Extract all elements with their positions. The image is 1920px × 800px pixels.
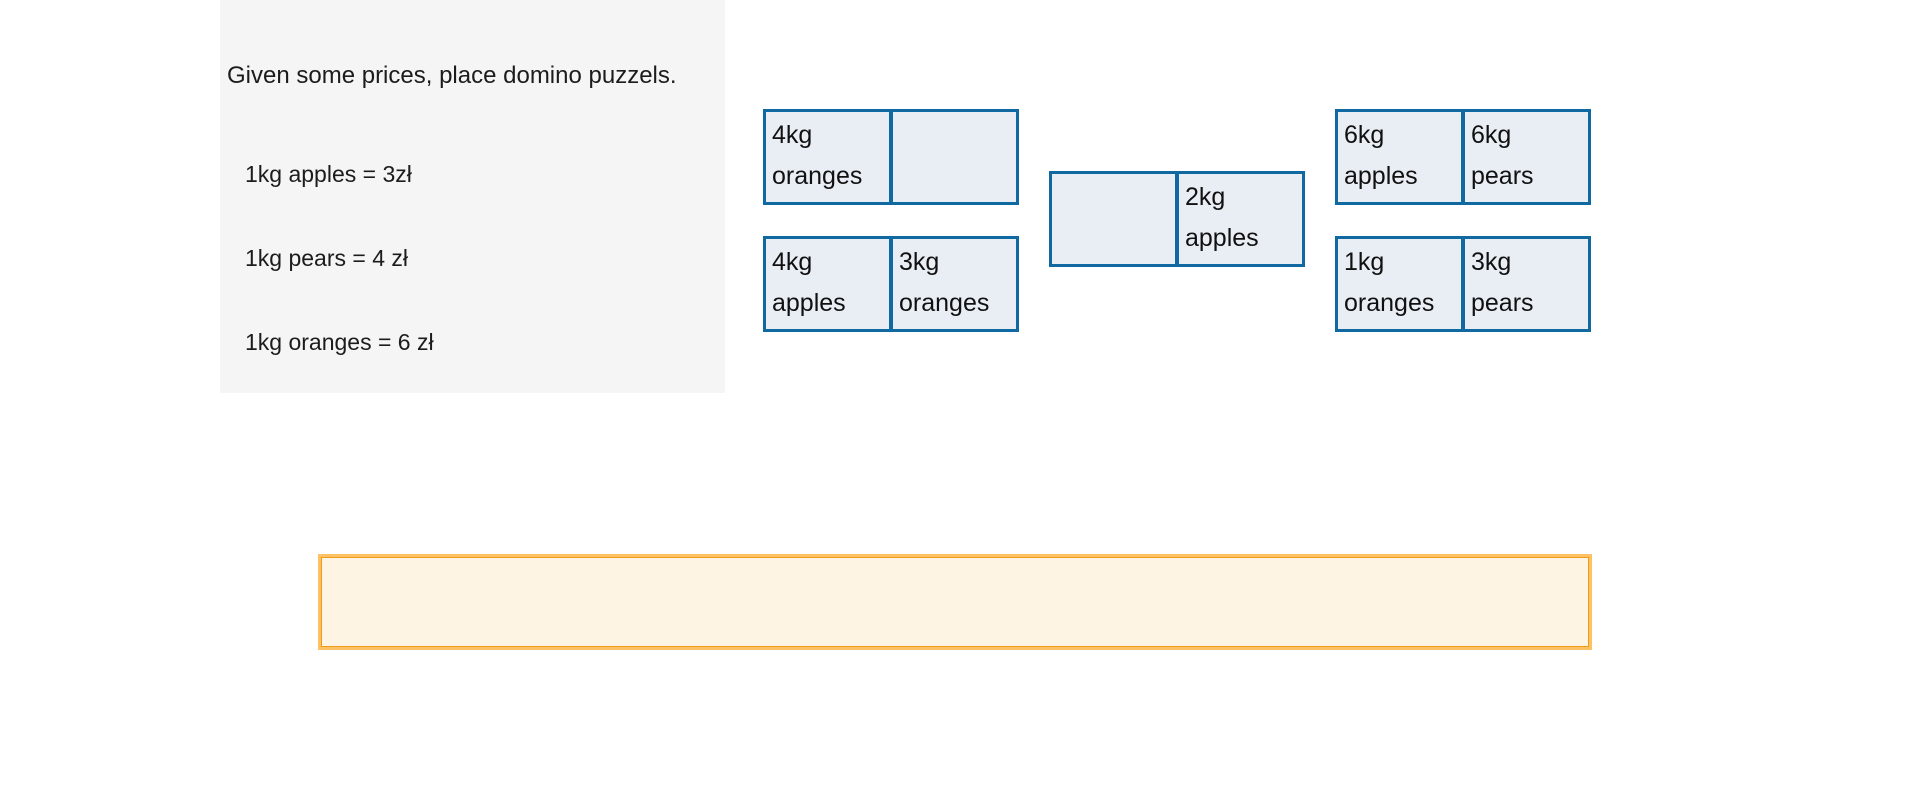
- answer-drop-zone[interactable]: [318, 554, 1592, 650]
- domino-cell: 2kg apples: [1176, 171, 1305, 267]
- domino-apples4-oranges3[interactable]: 4kg apples 3kg oranges: [763, 236, 1019, 332]
- price-line-apples: 1kg apples = 3zł: [245, 161, 412, 187]
- cell-qty: 3kg: [899, 248, 940, 276]
- price-line-pears: 1kg pears = 4 zł: [245, 245, 409, 271]
- price-line-oranges: 1kg oranges = 6 zł: [245, 329, 434, 355]
- domino-cell: 4kg apples: [763, 236, 892, 332]
- domino-blank-apples2[interactable]: 2kg apples: [1049, 171, 1305, 267]
- instructions-title: Given some prices, place domino puzzels.: [227, 62, 677, 89]
- domino-oranges4-blank[interactable]: 4kg oranges: [763, 109, 1019, 205]
- instructions-panel: Given some prices, place domino puzzels.…: [220, 0, 725, 393]
- domino-cell: 3kg pears: [1462, 236, 1591, 332]
- cell-item: apples: [1185, 224, 1259, 252]
- domino-cell: 6kg apples: [1335, 109, 1464, 205]
- cell-item: pears: [1471, 289, 1534, 317]
- cell-qty: 2kg: [1185, 183, 1226, 211]
- cell-qty: 3kg: [1471, 248, 1512, 276]
- cell-qty: 4kg: [772, 121, 813, 149]
- domino-cell: [890, 109, 1019, 205]
- domino-cell: 3kg oranges: [890, 236, 1019, 332]
- cell-qty: 6kg: [1344, 121, 1385, 149]
- cell-qty: 1kg: [1344, 248, 1385, 276]
- cell-item: oranges: [1344, 289, 1435, 317]
- cell-item: oranges: [899, 289, 990, 317]
- cell-item: apples: [772, 289, 846, 317]
- cell-qty: 4kg: [772, 248, 813, 276]
- cell-item: oranges: [772, 162, 863, 190]
- cell-qty: 6kg: [1471, 121, 1512, 149]
- domino-cell: [1049, 171, 1178, 267]
- cell-item: pears: [1471, 162, 1534, 190]
- domino-apples6-pears6[interactable]: 6kg apples 6kg pears: [1335, 109, 1591, 205]
- cell-item: apples: [1344, 162, 1418, 190]
- domino-oranges1-pears3[interactable]: 1kg oranges 3kg pears: [1335, 236, 1591, 332]
- domino-cell: 6kg pears: [1462, 109, 1591, 205]
- domino-cell: 4kg oranges: [763, 109, 892, 205]
- domino-cell: 1kg oranges: [1335, 236, 1464, 332]
